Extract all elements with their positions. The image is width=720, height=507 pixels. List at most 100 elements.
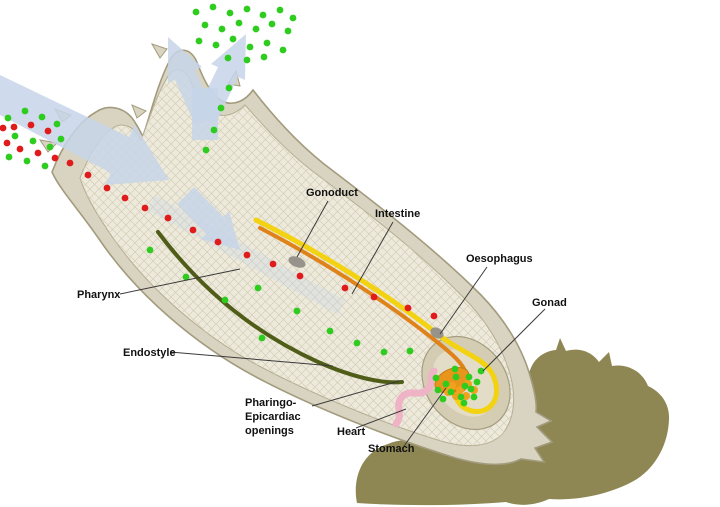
green-particle bbox=[452, 373, 460, 381]
green-particle bbox=[225, 84, 233, 92]
green-particle bbox=[46, 143, 54, 151]
green-particle bbox=[260, 53, 268, 61]
red-particle bbox=[341, 284, 349, 292]
green-particle bbox=[451, 365, 459, 373]
leader-gonad bbox=[482, 308, 546, 372]
green-particle bbox=[457, 393, 465, 401]
green-particle bbox=[221, 296, 229, 304]
green-particle bbox=[434, 386, 442, 394]
green-particle bbox=[235, 19, 243, 27]
green-particle bbox=[289, 14, 297, 22]
leader-intestine bbox=[351, 221, 394, 295]
green-particle bbox=[192, 8, 200, 16]
red-particle bbox=[430, 312, 438, 320]
green-particle bbox=[11, 132, 19, 140]
green-particle bbox=[259, 11, 267, 19]
inflow-arrow-inner bbox=[177, 187, 240, 250]
red-particle bbox=[44, 127, 52, 135]
leader-endostyle bbox=[169, 351, 334, 367]
green-particle bbox=[224, 54, 232, 62]
green-particle bbox=[195, 37, 203, 45]
red-particle bbox=[66, 159, 74, 167]
green-particle bbox=[182, 273, 190, 281]
label-pharingo-1: Pharingo- bbox=[245, 397, 297, 409]
label-stomach: Stomach bbox=[368, 443, 415, 455]
leader-pharingo bbox=[311, 380, 400, 407]
red-particle bbox=[296, 272, 304, 280]
red-particle bbox=[0, 124, 7, 132]
green-particle bbox=[293, 307, 301, 315]
green-particle bbox=[461, 382, 469, 390]
leader-stomach bbox=[403, 387, 447, 447]
green-particle bbox=[5, 153, 13, 161]
green-particle bbox=[210, 126, 218, 134]
label-pharingo-3: openings bbox=[245, 425, 294, 437]
green-particle bbox=[442, 380, 450, 388]
green-particle bbox=[252, 25, 260, 33]
green-particle bbox=[477, 367, 485, 375]
green-particle bbox=[470, 393, 478, 401]
label-gonoduct: Gonoduct bbox=[306, 187, 358, 199]
red-particle bbox=[51, 154, 59, 162]
red-particle bbox=[243, 251, 251, 259]
green-particle bbox=[229, 35, 237, 43]
green-particle bbox=[279, 46, 287, 54]
green-particle bbox=[53, 120, 61, 128]
green-particle bbox=[243, 5, 251, 13]
red-particle bbox=[141, 204, 149, 212]
green-particle bbox=[467, 385, 475, 393]
red-particle bbox=[27, 121, 35, 129]
inflow-arrow bbox=[0, 75, 169, 185]
leader-lines bbox=[119, 200, 546, 447]
green-particle bbox=[473, 378, 481, 386]
outflow-arrow bbox=[168, 34, 246, 140]
green-particle bbox=[263, 39, 271, 47]
green-particle bbox=[146, 246, 154, 254]
green-particle bbox=[209, 3, 217, 11]
label-intestine: Intestine bbox=[375, 208, 420, 220]
green-particle bbox=[439, 395, 447, 403]
red-particle bbox=[84, 171, 92, 179]
red-particle bbox=[269, 260, 277, 268]
leader-pharynx bbox=[119, 268, 241, 295]
green-particle bbox=[246, 43, 254, 51]
red-particle bbox=[404, 304, 412, 312]
water-arrows bbox=[0, 34, 246, 250]
green-particle bbox=[326, 327, 334, 335]
green-particle bbox=[4, 114, 12, 122]
red-particle bbox=[3, 139, 11, 147]
green-particle bbox=[29, 137, 37, 145]
green-particle bbox=[284, 27, 292, 35]
green-particle bbox=[380, 348, 388, 356]
red-particle bbox=[16, 145, 24, 153]
green-particle bbox=[258, 334, 266, 342]
green-particle bbox=[218, 25, 226, 33]
green-particle bbox=[226, 9, 234, 17]
green-particle bbox=[38, 113, 46, 121]
green-particle bbox=[447, 388, 455, 396]
label-pharingo-2: Epicardiac bbox=[245, 411, 301, 423]
red-particle bbox=[34, 149, 42, 157]
green-particle bbox=[268, 20, 276, 28]
red-particle bbox=[121, 194, 129, 202]
green-particle bbox=[23, 157, 31, 165]
gonopore-blob bbox=[288, 256, 306, 268]
red-particle bbox=[370, 293, 378, 301]
heart-loop bbox=[392, 367, 438, 428]
gonoduct-line bbox=[253, 217, 499, 414]
green-particle bbox=[201, 21, 209, 29]
label-pharynx: Pharynx bbox=[77, 289, 121, 301]
label-oesophagus: Oesophagus bbox=[466, 253, 533, 265]
green-particle bbox=[202, 146, 210, 154]
green-particle bbox=[276, 6, 284, 14]
particle-layer bbox=[0, 3, 485, 407]
red-particle bbox=[164, 214, 172, 222]
green-particle bbox=[406, 347, 414, 355]
label-gonad: Gonad bbox=[532, 297, 567, 309]
green-particle bbox=[21, 107, 29, 115]
green-particle bbox=[57, 135, 65, 143]
green-particle bbox=[353, 339, 361, 347]
green-particle bbox=[217, 104, 225, 112]
green-particle bbox=[243, 56, 251, 64]
